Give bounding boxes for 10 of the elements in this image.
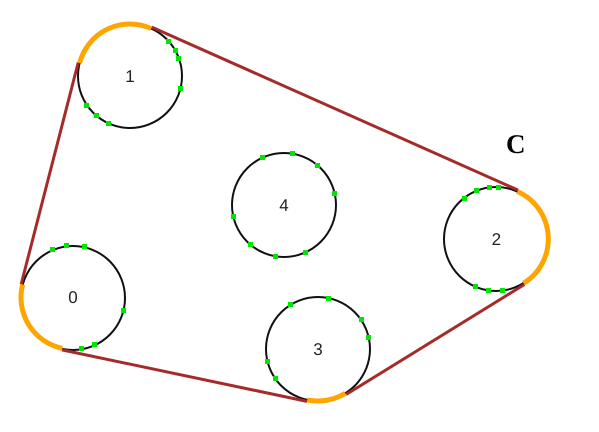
node-number: 1 (125, 68, 135, 84)
connector-line (345, 283, 526, 396)
connector-line (20, 62, 80, 285)
connector-line (62, 348, 308, 403)
node-number: 3 (313, 340, 323, 358)
node-number: 2 (492, 230, 502, 248)
connector-line (151, 26, 519, 192)
node-number: 0 (68, 289, 78, 306)
node-number: 4 (279, 196, 289, 214)
corner-label: C (506, 131, 526, 158)
